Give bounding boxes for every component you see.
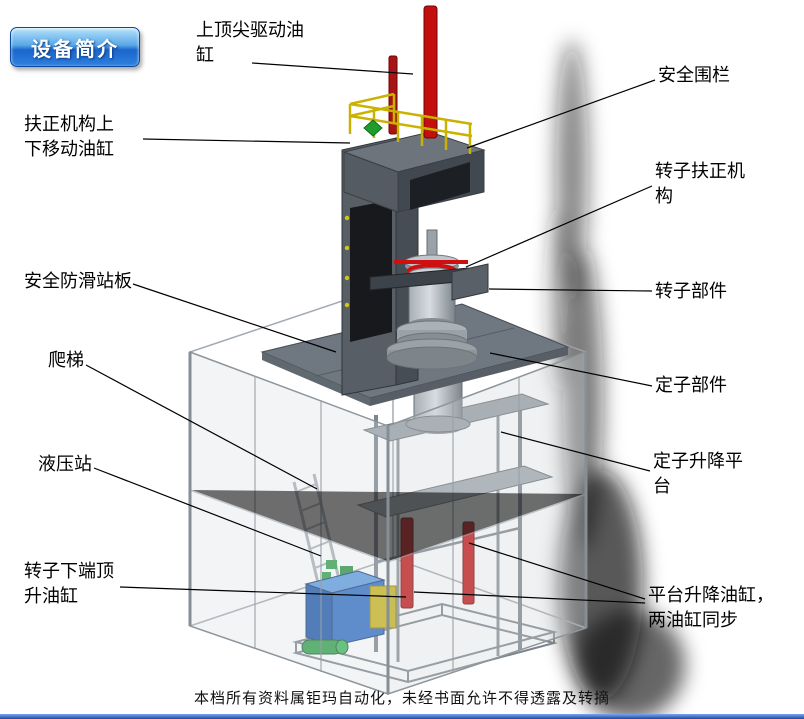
label-rotor-jack-cylinder: 转子下端顶 升油缸 (24, 561, 114, 608)
label-hydraulic-station: 液压站 (38, 454, 92, 475)
enclosure-walls (188, 350, 588, 696)
label-safety-fence: 安全围栏 (658, 65, 730, 86)
label-rotor-part: 转子部件 (655, 281, 727, 302)
title-badge: 设备简介 (10, 27, 140, 67)
sensor-diamond-graphic (363, 119, 383, 137)
press-column-graphic (341, 131, 486, 396)
footer-copyright: 本档所有资料属钜玛自动化，未经书面允许不得透露及转摘 (193, 689, 610, 707)
label-antislip-plate: 安全防滑站板 (24, 271, 132, 292)
label-stator-platform: 定子升降平 台 (653, 451, 743, 498)
rotor-graphic (369, 229, 489, 370)
label-rotor-centering: 转子扶正机 构 (655, 161, 745, 208)
label-top-cylinder: 上顶尖驱动油 缸 (196, 20, 304, 67)
title-badge-label: 设备简介 (31, 36, 119, 61)
label-stator-part: 定子部件 (655, 375, 727, 396)
label-platform-cylinders: 平台升降油缸， 两油缸同步 (648, 585, 774, 632)
bottom-border (0, 714, 804, 719)
label-centering-cylinder: 扶正机构上 下移动油缸 (24, 114, 114, 161)
label-ladder: 爬梯 (48, 350, 84, 371)
hydraulic-station-graphic (301, 560, 397, 655)
